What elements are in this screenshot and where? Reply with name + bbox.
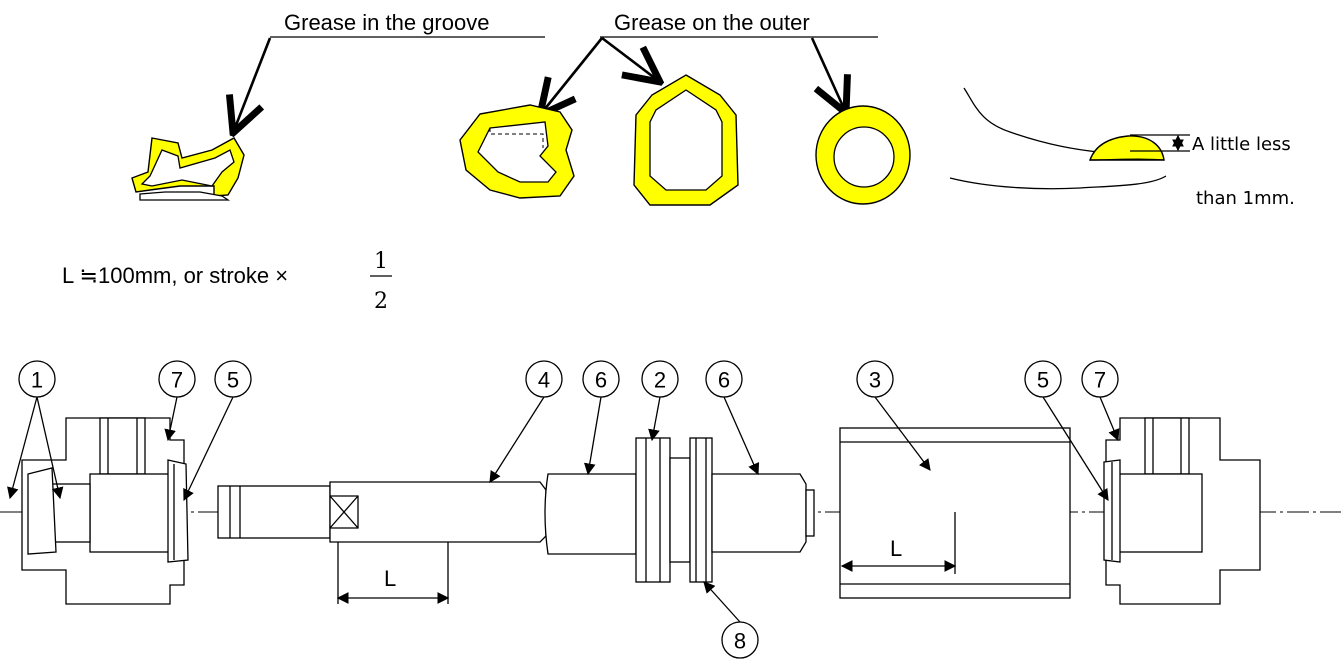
leader-outer-1 [540,37,604,115]
balloon-7-right: 7 [1081,360,1120,442]
balloon-3: 3 [856,360,931,471]
balloon-4: 4 [489,360,563,483]
fraction-numerator: 1 [374,249,388,274]
svg-text:5: 5 [1037,368,1049,393]
svg-text:6: 6 [718,368,730,393]
formula-text: L ≒100mm, or stroke × [62,263,288,288]
balloon-5-left: 5 [183,360,252,502]
balloon-6-right: 6 [705,360,760,476]
formula-L: L ≒100mm, or stroke × 1 2 [62,249,392,314]
svg-text:1: 1 [31,368,43,393]
label-than-1mm: than 1mm. [1196,188,1295,209]
svg-text:7: 7 [171,368,183,393]
svg-text:5: 5 [227,368,239,393]
dim-L-tube-label: L [890,536,902,561]
balloon-5-right: 5 [1024,360,1109,501]
label-grease-in-groove: Grease in the groove [284,10,489,35]
piston-rod: L [217,481,547,604]
seal-profile-irregular [459,104,575,199]
svg-text:3: 3 [869,368,881,393]
svg-text:2: 2 [654,368,666,393]
balloon-2: 2 [641,360,679,442]
label-grease-on-outer: Grease on the outer [614,10,810,35]
balloon-1: 1 [7,360,64,500]
finger-grease-illustration: A little less than 1mm. [949,87,1295,209]
leader-groove [233,37,272,133]
seal-profile-round [815,105,911,205]
exploded-assembly: L L [0,360,1341,659]
cylinder-tube: L [839,427,1071,599]
grease-instructions: Grease in the groove Grease on the outer [131,10,1295,209]
balloon-6-left: 6 [582,360,620,476]
dim-L-rod-label: L [384,566,396,591]
svg-text:8: 8 [734,629,746,654]
leader-outer-2 [601,36,660,82]
seal-profile-pentagon [633,74,739,206]
left-end-cap [21,417,189,605]
balloon-7-left: 7 [158,360,196,442]
label-little-less: A little less [1192,134,1291,155]
svg-text:6: 6 [595,368,607,393]
piston [544,437,815,583]
svg-text:4: 4 [538,368,550,393]
fraction-denominator: 2 [374,289,388,314]
leader-outer-3 [810,37,846,113]
balloon-8: 8 [703,581,759,659]
seal-profile-groove [131,137,245,201]
svg-text:7: 7 [1094,368,1106,393]
right-end-cap [1103,417,1261,605]
